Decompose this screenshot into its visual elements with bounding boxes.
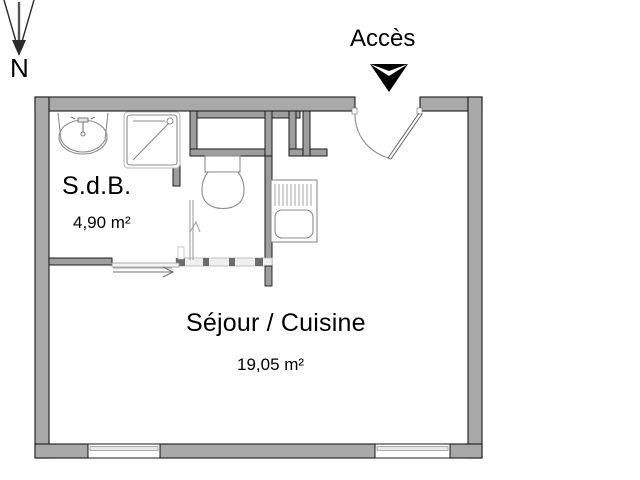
entry-door-icon (351, 107, 423, 160)
window-icon (374, 443, 451, 459)
room-area-sejour-cuisine: 19,05 m² (237, 355, 305, 374)
bathroom-bottom-partition (175, 246, 273, 287)
north-arrow-down-icon (3, 0, 35, 56)
shower-tray-icon (123, 111, 181, 169)
wc-door-icon (189, 200, 201, 260)
toilet-icon (201, 155, 245, 210)
kitchen-sink-icon (270, 179, 318, 243)
chevron-down-icon (370, 64, 408, 92)
room-name-sdb: S.d.B. (62, 172, 132, 200)
room-area-sdb: 4,90 m² (73, 213, 131, 232)
north-label: N (10, 53, 29, 83)
sliding-door-icon (111, 262, 180, 278)
exterior-walls (34, 96, 483, 459)
bathroom-sink-icon (57, 112, 109, 155)
room-name-sejour-cuisine: Séjour / Cuisine (186, 309, 366, 337)
window-icon (87, 443, 161, 459)
access-label: Accès (350, 25, 416, 52)
